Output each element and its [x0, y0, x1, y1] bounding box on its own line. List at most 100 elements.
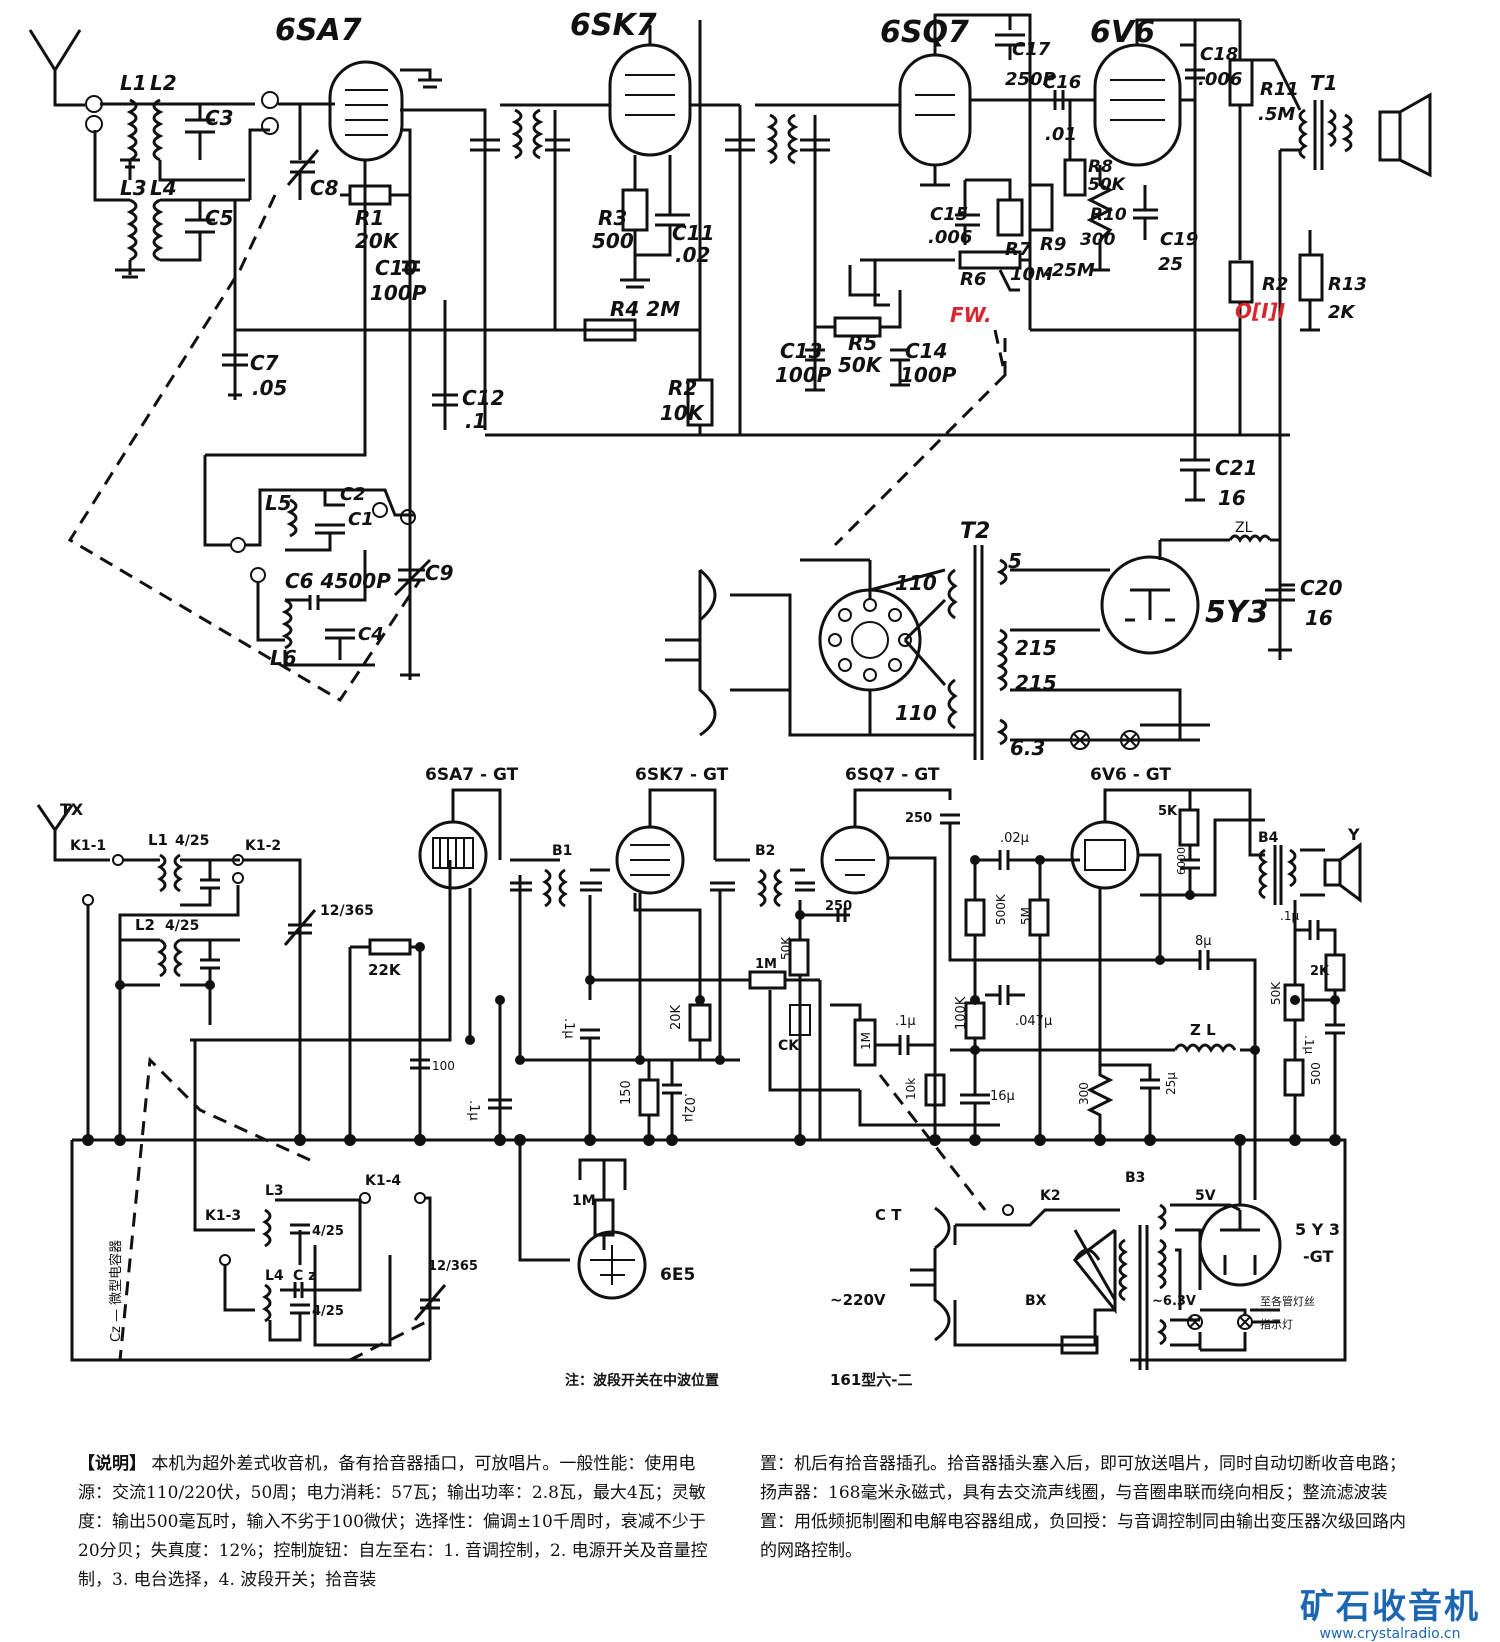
bottom-schematic: [36, 788, 1362, 1370]
caption-heading: 【说明】: [78, 1454, 146, 1474]
svg-text:161型六-二: 161型六-二: [830, 1371, 913, 1389]
svg-text:R13: R13: [1328, 274, 1367, 295]
svg-text:22K: 22K: [368, 961, 402, 979]
svg-text:215: 215: [1015, 636, 1057, 660]
svg-text:R1: R1: [355, 206, 384, 230]
svg-text:R2: R2: [1262, 274, 1288, 295]
tube-5y3: 5 Y 3: [1295, 1220, 1340, 1239]
svg-text:C5: C5: [205, 206, 234, 230]
svg-text:C15: C15: [930, 204, 968, 225]
svg-text:10K: 10K: [660, 401, 705, 425]
svg-text:6.3: 6.3: [1010, 736, 1045, 760]
svg-text:100P: 100P: [900, 363, 957, 387]
svg-text:250: 250: [825, 899, 852, 914]
svg-text:.02μ: .02μ: [681, 1093, 696, 1122]
tube-5y3: 5Y3: [1205, 595, 1268, 630]
svg-text:.006: .006: [1198, 69, 1242, 90]
svg-text:500: 500: [1309, 1062, 1323, 1085]
svg-text:C16: C16: [1043, 72, 1081, 93]
svg-text:6000: 6000: [1175, 847, 1188, 875]
svg-text:C3: C3: [205, 106, 234, 130]
svg-text:16: 16: [1305, 606, 1333, 630]
svg-text:4/25: 4/25: [165, 918, 199, 934]
svg-text:12/365: 12/365: [428, 1259, 478, 1274]
svg-text:4/25: 4/25: [312, 1224, 344, 1239]
svg-text:B4: B4: [1258, 830, 1279, 846]
tube-6sa7: 6SA7: [275, 13, 362, 48]
svg-text:C18: C18: [1200, 44, 1238, 65]
svg-text:.1μ: .1μ: [561, 1018, 576, 1039]
svg-text:L3: L3: [120, 176, 147, 200]
caption-right: 置：机后有拾音器插孔。拾音器插头塞入后，即可放送唱片，同时自动切断收音电路；扬声…: [760, 1450, 1415, 1566]
svg-text:.05: .05: [252, 376, 287, 400]
svg-text:R11: R11: [1260, 79, 1299, 100]
svg-text:2K: 2K: [1328, 302, 1357, 323]
svg-text:C12: C12: [462, 386, 505, 410]
svg-text:至各管灯丝: 至各管灯丝: [1260, 1294, 1315, 1308]
svg-text:20K: 20K: [669, 1004, 684, 1030]
svg-text:Y: Y: [1347, 825, 1360, 844]
svg-text:Z L: Z L: [1190, 1021, 1216, 1039]
svg-text:L6: L6: [270, 646, 297, 670]
svg-text:.1: .1: [465, 409, 487, 433]
tube-6v6: 6V6: [1090, 15, 1155, 50]
tube-5y3-gt: -GT: [1303, 1247, 1333, 1266]
svg-text:L4: L4: [150, 176, 177, 200]
svg-text:L3: L3: [265, 1183, 284, 1199]
svg-text:CK: CK: [778, 1038, 800, 1054]
svg-text:.02μ: .02μ: [1000, 831, 1029, 846]
svg-text:250P: 250P: [1005, 69, 1056, 90]
svg-text:C9: C9: [425, 561, 454, 585]
svg-text:50K: 50K: [1088, 175, 1127, 195]
watermark: 矿石收音机 www.crystalradio.cn: [1290, 1588, 1490, 1642]
svg-text:.01: .01: [1045, 124, 1077, 145]
svg-text:C T: C T: [875, 1206, 902, 1224]
watermark-name: 矿石收音机: [1300, 1587, 1480, 1627]
svg-text:L4: L4: [265, 1268, 284, 1284]
svg-text:R4 2M: R4 2M: [610, 297, 680, 321]
svg-text:16: 16: [1218, 486, 1246, 510]
svg-text:C21: C21: [1215, 456, 1258, 480]
svg-text:L1: L1: [120, 71, 147, 95]
svg-text:500K: 500K: [994, 893, 1008, 925]
svg-text:5V: 5V: [1195, 1188, 1216, 1204]
svg-text:215: 215: [1015, 671, 1057, 695]
svg-text:25: 25: [1158, 254, 1183, 275]
svg-text:C19: C19: [1160, 229, 1198, 250]
svg-text:B2: B2: [755, 843, 775, 859]
svg-text:C14: C14: [905, 339, 948, 363]
svg-text:K2: K2: [1040, 1188, 1061, 1204]
svg-text:R10: R10: [1090, 205, 1127, 225]
tube-6sq7: 6SQ7: [880, 15, 969, 50]
top-labels: 6SA7 6SK7 6SQ7 6V6 5Y3 L1 L2 C3 L3 L4 C5…: [120, 8, 1367, 760]
caption-right-text: 置：机后有拾音器插孔。拾音器插头塞入后，即可放送唱片，同时自动切断收音电路；扬声…: [760, 1454, 1406, 1561]
svg-text:100K: 100K: [954, 996, 969, 1030]
svg-text:5: 5: [1008, 549, 1022, 573]
svg-text:100P: 100P: [370, 281, 427, 305]
tube-6sa7-gt: 6SA7 - GT: [425, 765, 519, 785]
caption-left-text: 本机为超外差式收音机，备有拾音器插口，可放唱片。一般性能：使用电源：交流110/…: [78, 1454, 708, 1590]
svg-text:指示灯: 指示灯: [1260, 1317, 1293, 1331]
svg-text:4/25: 4/25: [312, 1304, 344, 1319]
svg-text:100: 100: [432, 1059, 455, 1073]
svg-text:C13: C13: [780, 339, 823, 363]
svg-text:C2: C2: [340, 484, 366, 505]
svg-text:50K: 50K: [838, 353, 883, 377]
svg-text:R2: R2: [668, 376, 697, 400]
svg-text:2K: 2K: [1310, 964, 1330, 979]
svg-text:1M: 1M: [572, 1193, 596, 1209]
svg-text:C7: C7: [250, 351, 279, 375]
svg-text:C6 4500P: C6 4500P: [285, 569, 391, 593]
svg-text:TX: TX: [60, 800, 84, 819]
svg-text:K1-4: K1-4: [365, 1173, 401, 1189]
svg-text:R8: R8: [1088, 157, 1113, 177]
svg-text:110: 110: [895, 571, 937, 595]
svg-text:.1μ: .1μ: [466, 1100, 481, 1121]
svg-text:100P: 100P: [775, 363, 832, 387]
tube-6sk7-gt: 6SK7 - GT: [635, 765, 729, 785]
svg-text:300: 300: [1080, 230, 1116, 250]
svg-text:C10: C10: [375, 256, 418, 280]
svg-text:.006: .006: [928, 227, 972, 248]
svg-text:10k: 10k: [904, 1078, 918, 1100]
svg-text:.047μ: .047μ: [1015, 1014, 1052, 1029]
